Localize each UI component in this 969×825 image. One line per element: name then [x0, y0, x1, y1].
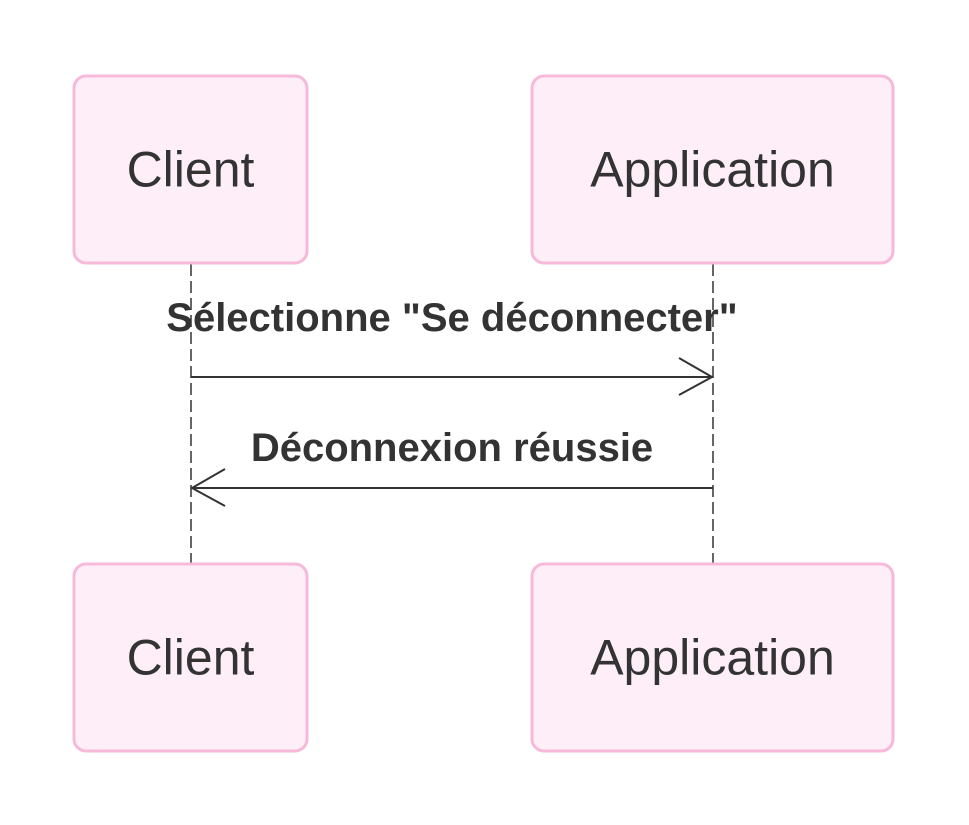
- actor-application-top: Application: [530, 74, 895, 265]
- actor-client-top-label: Client: [127, 142, 255, 198]
- message-logout-request: Sélectionne "Se déconnecter": [166, 296, 738, 396]
- message-logout-success-label: Déconnexion réussie: [251, 426, 653, 470]
- actor-client-bottom-label: Client: [127, 630, 255, 686]
- message-logout-success: Déconnexion réussie: [189, 426, 713, 507]
- actor-client-bottom: Client: [72, 562, 309, 753]
- actor-application-bottom: Application: [530, 562, 895, 753]
- arrowhead-open-right-icon: [678, 357, 715, 396]
- message-logout-request-label: Sélectionne "Se déconnecter": [166, 296, 737, 340]
- arrowhead-open-left-icon: [189, 468, 226, 507]
- actor-client-top-box: [72, 74, 309, 265]
- actor-client-top: Client: [72, 74, 309, 265]
- actor-application-bottom-label: Application: [590, 630, 835, 686]
- actor-application-bottom-box: [530, 562, 895, 753]
- actor-application-top-label: Application: [590, 142, 835, 198]
- actor-client-bottom-box: [72, 562, 309, 753]
- actor-application-top-box: [530, 74, 895, 265]
